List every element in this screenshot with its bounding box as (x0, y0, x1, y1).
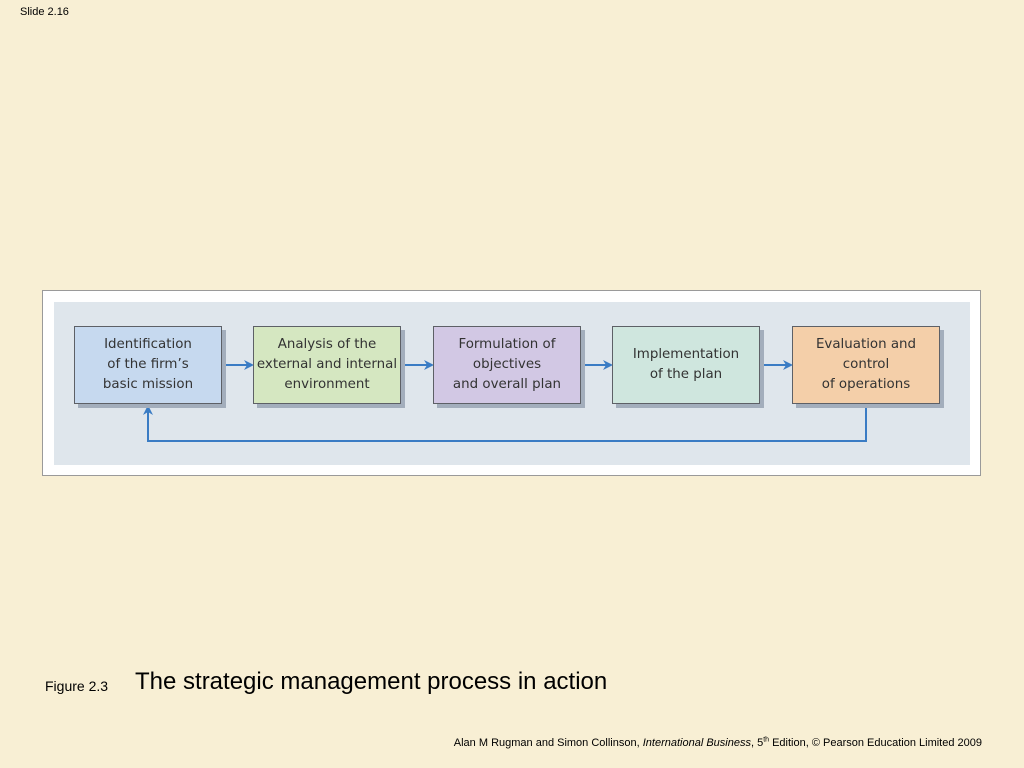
step-3-line-1: Formulation of (458, 337, 556, 352)
step-5-line-3: of operations (821, 377, 911, 392)
step-3-line-2: objectives (472, 357, 542, 372)
slide-number: Slide 2.16 (20, 6, 69, 18)
step-3-line-3: and overall plan (452, 377, 562, 392)
step-2-line-2: external and internal (256, 357, 398, 372)
step-5-line-2: control (842, 357, 890, 372)
step-box-identify-mission: Identification of the firm’s basic missi… (74, 326, 222, 404)
footer-authors: Alan M Rugman and Simon Collinson, (453, 737, 643, 749)
footer-copyright: Edition, © Pearson Education Limited 200… (769, 737, 982, 749)
footer-citation: Alan M Rugman and Simon Collinson, Inter… (453, 736, 982, 749)
diagram-panel: Identification of the firm’s basic missi… (54, 302, 970, 465)
step-1-line-1: Identification (104, 337, 192, 352)
step-4-line-1: Implementation (632, 347, 740, 362)
feedback-loop-arrow (143, 405, 867, 442)
footer-edition-suffix: th (763, 736, 770, 744)
step-box-analysis-environment: Analysis of the external and internal en… (253, 326, 401, 404)
figure-number: Figure 2.3 (45, 678, 109, 694)
step-2-line-3: environment (284, 377, 370, 392)
footer-edition-number: , 5 (750, 737, 764, 749)
figure-title: The strategic management process in acti… (135, 668, 608, 695)
step-2-line-1: Analysis of the (277, 337, 377, 352)
step-4-line-2: of the plan (649, 367, 723, 382)
step-box-evaluation-control: Evaluation and control of operations (792, 326, 940, 404)
step-1-line-2: of the firm’s (107, 357, 189, 372)
diagram-connectors (143, 360, 867, 442)
figure-frame: Identification of the firm’s basic missi… (42, 290, 981, 476)
step-1-line-3: basic mission (102, 377, 194, 392)
step-5-line-1: Evaluation and (815, 337, 917, 352)
footer-book-title: International Business (642, 737, 751, 749)
step-box-formulation-plan: Formulation of objectives and overall pl… (433, 326, 581, 404)
step-box-implementation: Implementation of the plan (612, 326, 760, 404)
